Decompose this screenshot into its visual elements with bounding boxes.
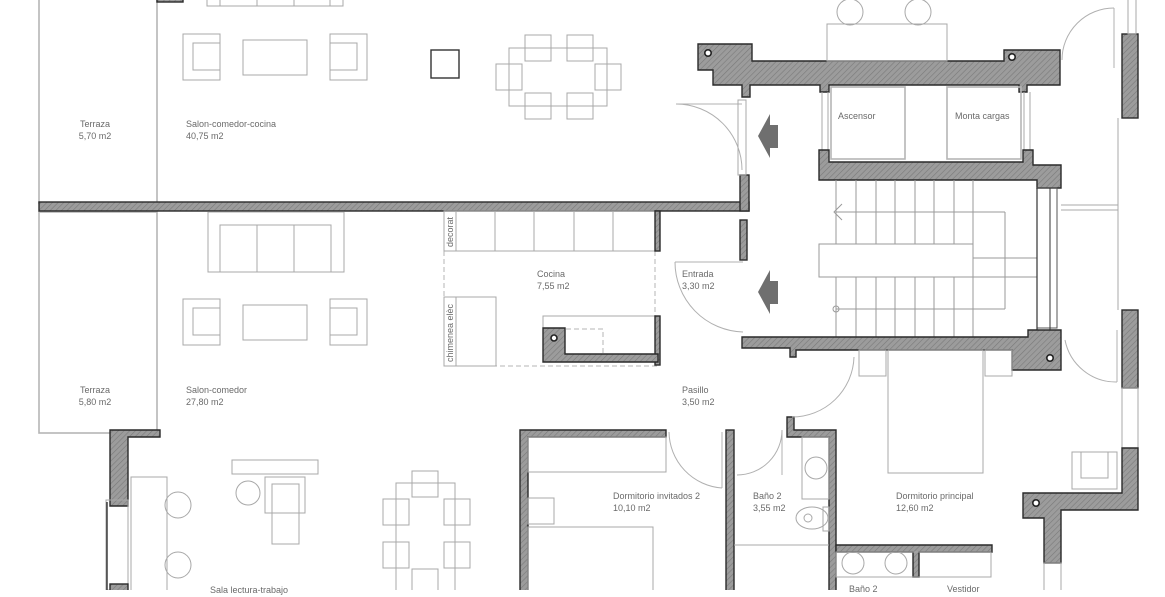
- room-label-salon-comedor: Salon-comedor 27,80 m2: [186, 385, 248, 407]
- chaise-longue: [231, 459, 319, 545]
- armchair: [329, 298, 368, 346]
- door-exterior-top-right[interactable]: [1061, 7, 1115, 68]
- sofa-top: [206, 0, 344, 7]
- freight-elevator: [946, 86, 1031, 160]
- room-label-entrada: Entrada 3,30 m2: [682, 269, 715, 291]
- column-hole-icon: [550, 334, 558, 342]
- room-label-cocina: Cocina 7,55 m2: [537, 269, 570, 291]
- staircase: [818, 180, 1058, 340]
- column-hole-icon: [1046, 353, 1055, 362]
- room-label-bano-2: Baño 2 3,55 m2: [753, 491, 786, 513]
- room-label-ascensor: Ascensor: [838, 111, 876, 121]
- armchair: [182, 298, 221, 346]
- room-label-pasillo: Pasillo 3,50 m2: [682, 385, 715, 407]
- bath-bottom-fixtures: [835, 551, 992, 578]
- column-hole-icon: [1007, 52, 1016, 61]
- door-bath[interactable]: [736, 429, 783, 476]
- door-top-apartment[interactable]: [675, 99, 747, 176]
- wall-exterior-right: [1121, 33, 1139, 119]
- bath-fixtures: [734, 436, 830, 546]
- wall-lower-left: [109, 429, 161, 507]
- door-pasillo[interactable]: [791, 356, 855, 418]
- wall-core-top: [697, 43, 1061, 98]
- wall-horizontal-divider: [38, 201, 750, 212]
- door-exterior-mid-right[interactable]: [1064, 330, 1118, 383]
- annotation-decorat: decorat: [445, 216, 455, 247]
- sofa-bottom: [207, 211, 345, 273]
- room-label-terraza-top: Terraza 5,70 m2: [78, 119, 112, 141]
- coffee-table: [242, 304, 308, 341]
- annotation-chimenea: chimenea elèc: [445, 303, 455, 362]
- wall-bath-right: [786, 416, 837, 590]
- armchair-bedroom: [1071, 451, 1118, 490]
- door-entrada[interactable]: [674, 261, 744, 333]
- stair-direction-icon: [833, 203, 843, 221]
- desk-sala-lectura: [130, 476, 192, 590]
- wall-bath: [725, 429, 735, 590]
- column-hole-icon: [703, 48, 712, 57]
- wall-divider-stub: [739, 174, 750, 212]
- column-hole-icon: [1032, 498, 1041, 507]
- coffee-table: [242, 39, 308, 76]
- terrace-bottom: [38, 211, 158, 434]
- dining-table-top: [495, 34, 622, 120]
- guest-bedroom-furniture: [527, 436, 667, 590]
- elevator: [821, 86, 906, 160]
- room-label-terraza-bottom: Terraza 5,80 m2: [78, 385, 112, 407]
- room-label-dormitorio-invitados-2: Dormitorio invitados 2 10,10 m2: [613, 491, 701, 513]
- reception-desk: [826, 0, 948, 62]
- room-label-monta-cargas: Monta cargas: [955, 111, 1010, 121]
- terrace-top: [38, 0, 158, 204]
- wall-core-middle: [818, 149, 1062, 189]
- door-guest-bedroom[interactable]: [668, 431, 723, 489]
- entry-arrow-icon: [758, 270, 778, 314]
- armchair: [182, 33, 221, 81]
- room-label-vestidor: Vestidor: [947, 584, 980, 594]
- kitchen-chimney: [542, 327, 659, 363]
- room-label-dormitorio-principal: Dormitorio principal 12,60 m2: [896, 491, 974, 513]
- armchair: [329, 33, 368, 81]
- room-label-bano-2-bottom: Baño 2: [849, 584, 878, 594]
- room-label-sala-lectura: Sala lectura-trabajo: [210, 585, 289, 595]
- dining-table-bottom: [382, 470, 471, 590]
- column-block: [430, 49, 460, 79]
- entry-arrow-icon: [758, 114, 778, 158]
- room-label-salon-comedor-cocina: Salon-comedor-cocina 40,75 m2: [186, 119, 277, 141]
- master-bed: [858, 349, 1013, 474]
